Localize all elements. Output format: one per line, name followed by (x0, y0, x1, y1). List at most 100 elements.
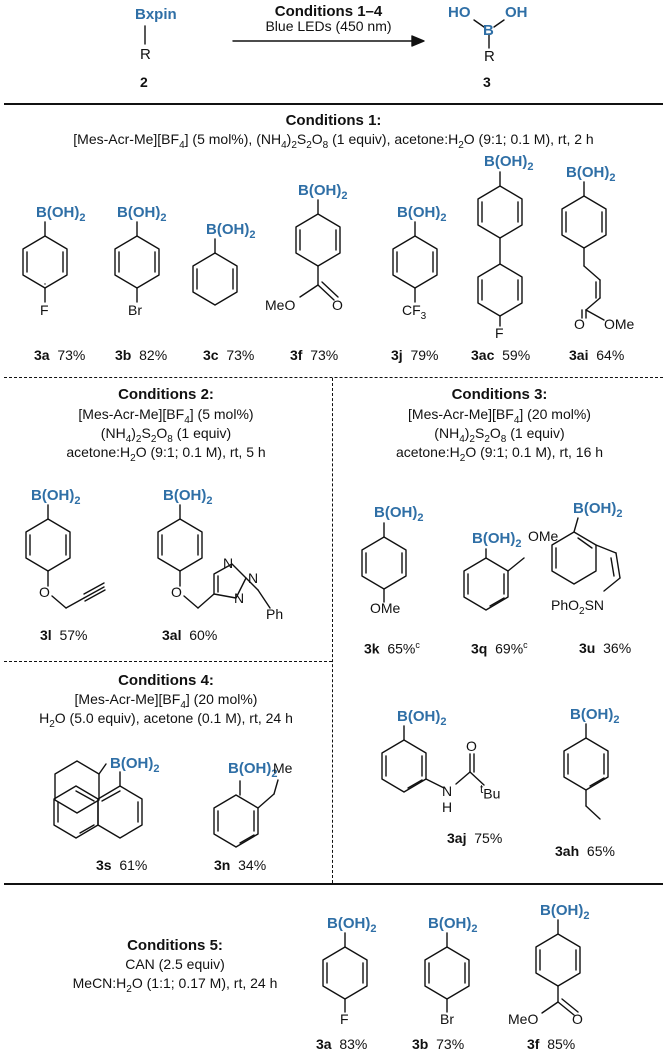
conditions-3-line2: (NH4)2S2O8 (1 equiv) (434, 425, 565, 445)
atom-me: Me (273, 760, 293, 776)
boh-label: B(OH)2 (540, 902, 590, 922)
conditions-2-line3: acetone:H2O (9:1; 0.1 M), rt, 5 h (66, 444, 266, 464)
conditions-5-title: Conditions 5: (127, 937, 223, 954)
boh-label: B(OH)2 (566, 164, 616, 184)
structure-3a (22, 221, 68, 303)
atom-br: Br (128, 302, 142, 318)
compound-label-3aj: 3aj 75% (447, 830, 503, 846)
compound-label-3al: 3al 60% (162, 627, 218, 643)
compound-label-3l: 3l 57% (40, 627, 88, 643)
product-number: 3 (483, 74, 491, 90)
boh-label: B(OH)2 (484, 153, 534, 173)
boh-label: B(OH)2 (31, 487, 81, 507)
boh-label: B(OH)2 (374, 504, 424, 524)
atom-n: N (248, 570, 259, 586)
conditions-3-title: Conditions 3: (451, 386, 548, 403)
boh-label: B(OH)2 (397, 708, 447, 728)
boh-label: B(OH)2 (472, 530, 522, 550)
top-rule (4, 103, 663, 105)
atom-o: O (574, 316, 585, 332)
conditions-3-line3: acetone:H2O (9:1; 0.1 M), rt, 16 h (395, 444, 604, 464)
boh-label: B(OH)2 (428, 915, 478, 935)
conditions-2-line2: (NH4)2S2O8 (1 equiv) (100, 425, 232, 445)
boh-label: B(OH)2 (327, 915, 377, 935)
divider-row1 (4, 377, 663, 378)
conditions-5-line1: CAN (2.5 equiv) (125, 956, 225, 972)
atom-o: O (466, 738, 477, 754)
structure-3f (295, 199, 341, 301)
compound-label-3f-c5: 3f 85% (527, 1036, 576, 1052)
compound-label-3ah: 3ah 65% (555, 843, 615, 859)
compound-label-3a: 3a 73% (34, 347, 86, 363)
bottom-rule (4, 883, 663, 885)
structure-3k (361, 522, 407, 603)
conditions-2-line1: [Mes-Acr-Me][BF4] (5 mol%) (78, 406, 254, 426)
reactant-number: 2 (140, 74, 148, 90)
boh-label: B(OH)2 (206, 221, 256, 241)
compound-label-3ai: 3ai 64% (569, 347, 625, 363)
atom-o: O (332, 297, 343, 313)
compound-label-3q: 3q 69%c (471, 640, 528, 657)
structure-3aj (381, 725, 485, 793)
atom-meo: MeO (265, 297, 296, 313)
reaction-arrow-head (411, 35, 425, 47)
compound-label-3n: 3n 34% (214, 857, 267, 873)
boh-label: B(OH)2 (298, 182, 348, 202)
boh-label: B(OH)2 (228, 760, 278, 780)
atom-o: O (39, 584, 50, 600)
atom-tbu: tBu (480, 783, 501, 802)
compound-label-3c: 3c 73% (203, 347, 255, 363)
product-oh: OH (505, 4, 528, 21)
compound-label-3ac: 3ac 59% (471, 347, 531, 363)
boh-label: B(OH)2 (573, 500, 623, 520)
conditions-5-line2: MeCN:H2O (1:1; 0.17 M), rt, 24 h (72, 975, 278, 995)
arrow-top-label: Conditions 1–4 (274, 3, 383, 20)
structure-3s-rings (53, 771, 143, 839)
compound-label-3u: 3u 36% (579, 640, 632, 656)
reactant-r: R (140, 46, 151, 63)
product-ho: HO (448, 4, 471, 21)
structure-3b-c5 (424, 932, 470, 1013)
structure-3a-c5 (322, 932, 368, 1013)
atom-ome: OMe (370, 600, 401, 616)
divider-c2-c4 (4, 661, 332, 662)
compound-label-3k: 3k 65%c (364, 640, 420, 657)
conditions-4-title: Conditions 4: (118, 672, 214, 689)
atom-ome: OMe (604, 316, 635, 332)
atom-ome: OMe (528, 528, 559, 544)
compound-label-3s: 3s 61% (96, 857, 148, 873)
structure-3ac (477, 171, 523, 327)
atom-o: O (171, 584, 182, 600)
header-bonds (144, 19, 505, 49)
atom-cf3: CF3 (402, 302, 427, 322)
boh-label: B(OH)2 (570, 706, 620, 726)
conditions-3-line1: [Mes-Acr-Me][BF4] (20 mol%) (408, 406, 591, 426)
structure-3l (25, 504, 106, 609)
compound-label-3b-c5: 3b 73% (412, 1036, 465, 1052)
compound-label-3b: 3b 82% (115, 347, 168, 363)
conditions-1-text: [Mes-Acr-Me][BF4] (5 mol%), (NH4)2S2O8 (… (73, 131, 594, 151)
atom-n: N (234, 590, 245, 606)
arrow-bottom-label: Blue LEDs (450 nm) (265, 18, 392, 34)
boh-label: B(OH)2 (397, 204, 447, 224)
structure-3f-c5 (535, 919, 581, 1016)
structure-3ai (561, 181, 607, 321)
boh-label: B(OH)2 (36, 204, 86, 224)
product-r: R (484, 48, 495, 65)
boh-label: B(OH)2 (163, 487, 213, 507)
atom-meo: MeO (508, 1011, 539, 1027)
atom-f: F (40, 302, 49, 318)
structure-3s (54, 760, 107, 814)
structure-3u (551, 517, 621, 592)
structure-3n (213, 779, 279, 848)
conditions-4-line2: H2O (5.0 equiv), acetone (0.1 M), rt, 24… (39, 710, 293, 730)
structure-3al (157, 504, 271, 609)
atom-o: O (572, 1011, 583, 1027)
